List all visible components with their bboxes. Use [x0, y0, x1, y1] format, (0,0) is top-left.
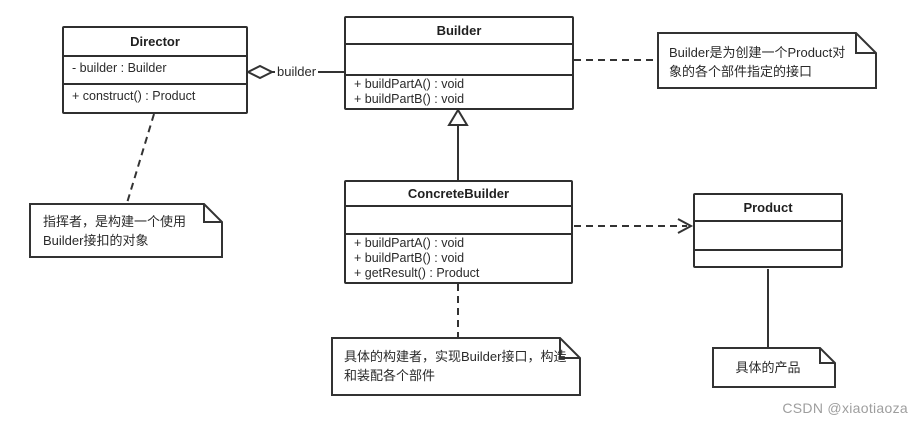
class-director-methods: + construct() : Product: [64, 85, 246, 110]
class-product: Product: [693, 193, 843, 268]
class-concrete-builder: ConcreteBuilder + buildPartA() : void + …: [344, 180, 573, 284]
director-note-text: 指挥者，是构建一个使用 Builder接扣的对象: [43, 212, 186, 250]
product-note-text: 具体的产品: [713, 358, 823, 377]
method: + getResult() : Product: [354, 266, 480, 280]
class-director-attributes: - builder : Builder: [64, 57, 246, 85]
class-concrete-builder-attributes: [346, 207, 571, 235]
concrete-builder-note-text: 具体的构建者，实现Builder接口，构造 和装配各个部件: [344, 347, 566, 385]
method: + construct() : Product: [72, 89, 196, 103]
class-builder-attributes: [346, 45, 572, 76]
product-note-shape: [712, 347, 836, 388]
director-note-link: [126, 113, 155, 204]
class-builder-methods: + buildPartA() : void + buildPartB() : v…: [346, 76, 572, 106]
class-builder: Builder + buildPartA() : void + buildPar…: [344, 16, 574, 110]
note-line: 象的各个部件指定的接口: [669, 64, 813, 79]
class-product-title: Product: [695, 195, 841, 222]
method: + buildPartA() : void: [354, 77, 465, 91]
aggregation-diamond: [245, 64, 275, 80]
attribute: - builder : Builder: [72, 61, 167, 75]
method: + buildPartA() : void: [354, 236, 465, 250]
class-concrete-builder-title: ConcreteBuilder: [346, 182, 571, 207]
note-line: 具体的构建者，实现Builder接口，构造: [344, 349, 567, 364]
class-director-title: Director: [64, 28, 246, 57]
builder-note-text: Builder是为创建一个Product对 象的各个部件指定的接口: [669, 43, 845, 81]
director-note-shape: [29, 203, 223, 258]
dependency-arrowhead: [677, 218, 694, 234]
note-line: Builder是为创建一个Product对: [669, 45, 846, 60]
note-line: 和装配各个部件: [344, 368, 436, 383]
method: + buildPartB() : void: [354, 251, 465, 265]
class-builder-title: Builder: [346, 18, 572, 45]
builder-note-shape: [657, 32, 877, 89]
class-product-attributes: [695, 222, 841, 251]
note-line: 具体的产品: [735, 360, 801, 375]
note-line: Builder接扣的对象: [43, 233, 149, 248]
class-concrete-builder-methods: + buildPartA() : void + buildPartB() : v…: [346, 235, 571, 280]
class-product-methods: [695, 251, 841, 262]
method: + buildPartB() : void: [354, 92, 465, 106]
note-line: 指挥者，是构建一个使用: [43, 214, 187, 229]
concrete-builder-note-shape: [331, 337, 581, 396]
watermark-text: CSDN @xiaotiaoza: [782, 400, 908, 416]
inheritance-triangle: [447, 108, 469, 126]
aggregation-edge-label: builder: [275, 64, 319, 79]
class-director: Director - builder : Builder + construct…: [62, 26, 248, 114]
